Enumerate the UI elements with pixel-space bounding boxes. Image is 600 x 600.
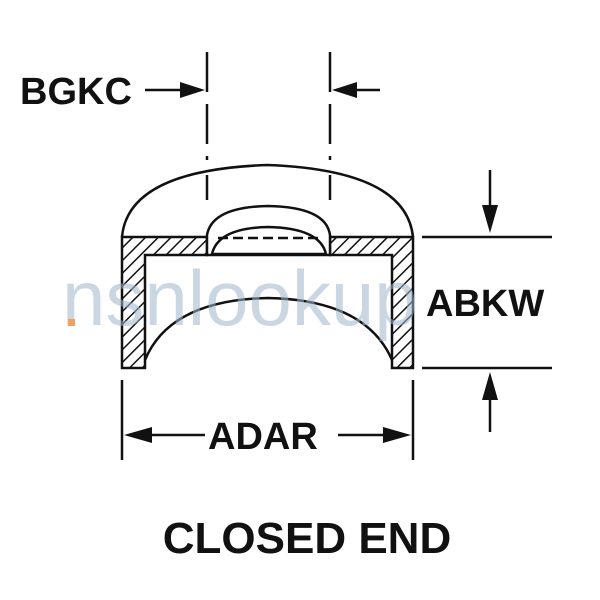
- arrow-left-icon: [332, 82, 357, 98]
- label-adar: ADAR: [208, 416, 318, 458]
- center-boss: [205, 204, 332, 257]
- arrow-up-icon: [482, 372, 498, 400]
- arrow-right-icon: [180, 82, 205, 98]
- arrow-down-icon: [482, 205, 498, 233]
- outer-dome: [120, 163, 415, 238]
- arrow-left-icon: [124, 427, 152, 443]
- watermark: nsnlookup: [62, 254, 418, 342]
- inner-arc: [143, 296, 394, 361]
- label-bgkc: BGKC: [20, 71, 132, 113]
- caption: CLOSED END: [163, 514, 451, 563]
- watermark-dot: [68, 319, 75, 326]
- label-abkw: ABKW: [426, 283, 544, 325]
- arrow-right-icon: [383, 427, 411, 443]
